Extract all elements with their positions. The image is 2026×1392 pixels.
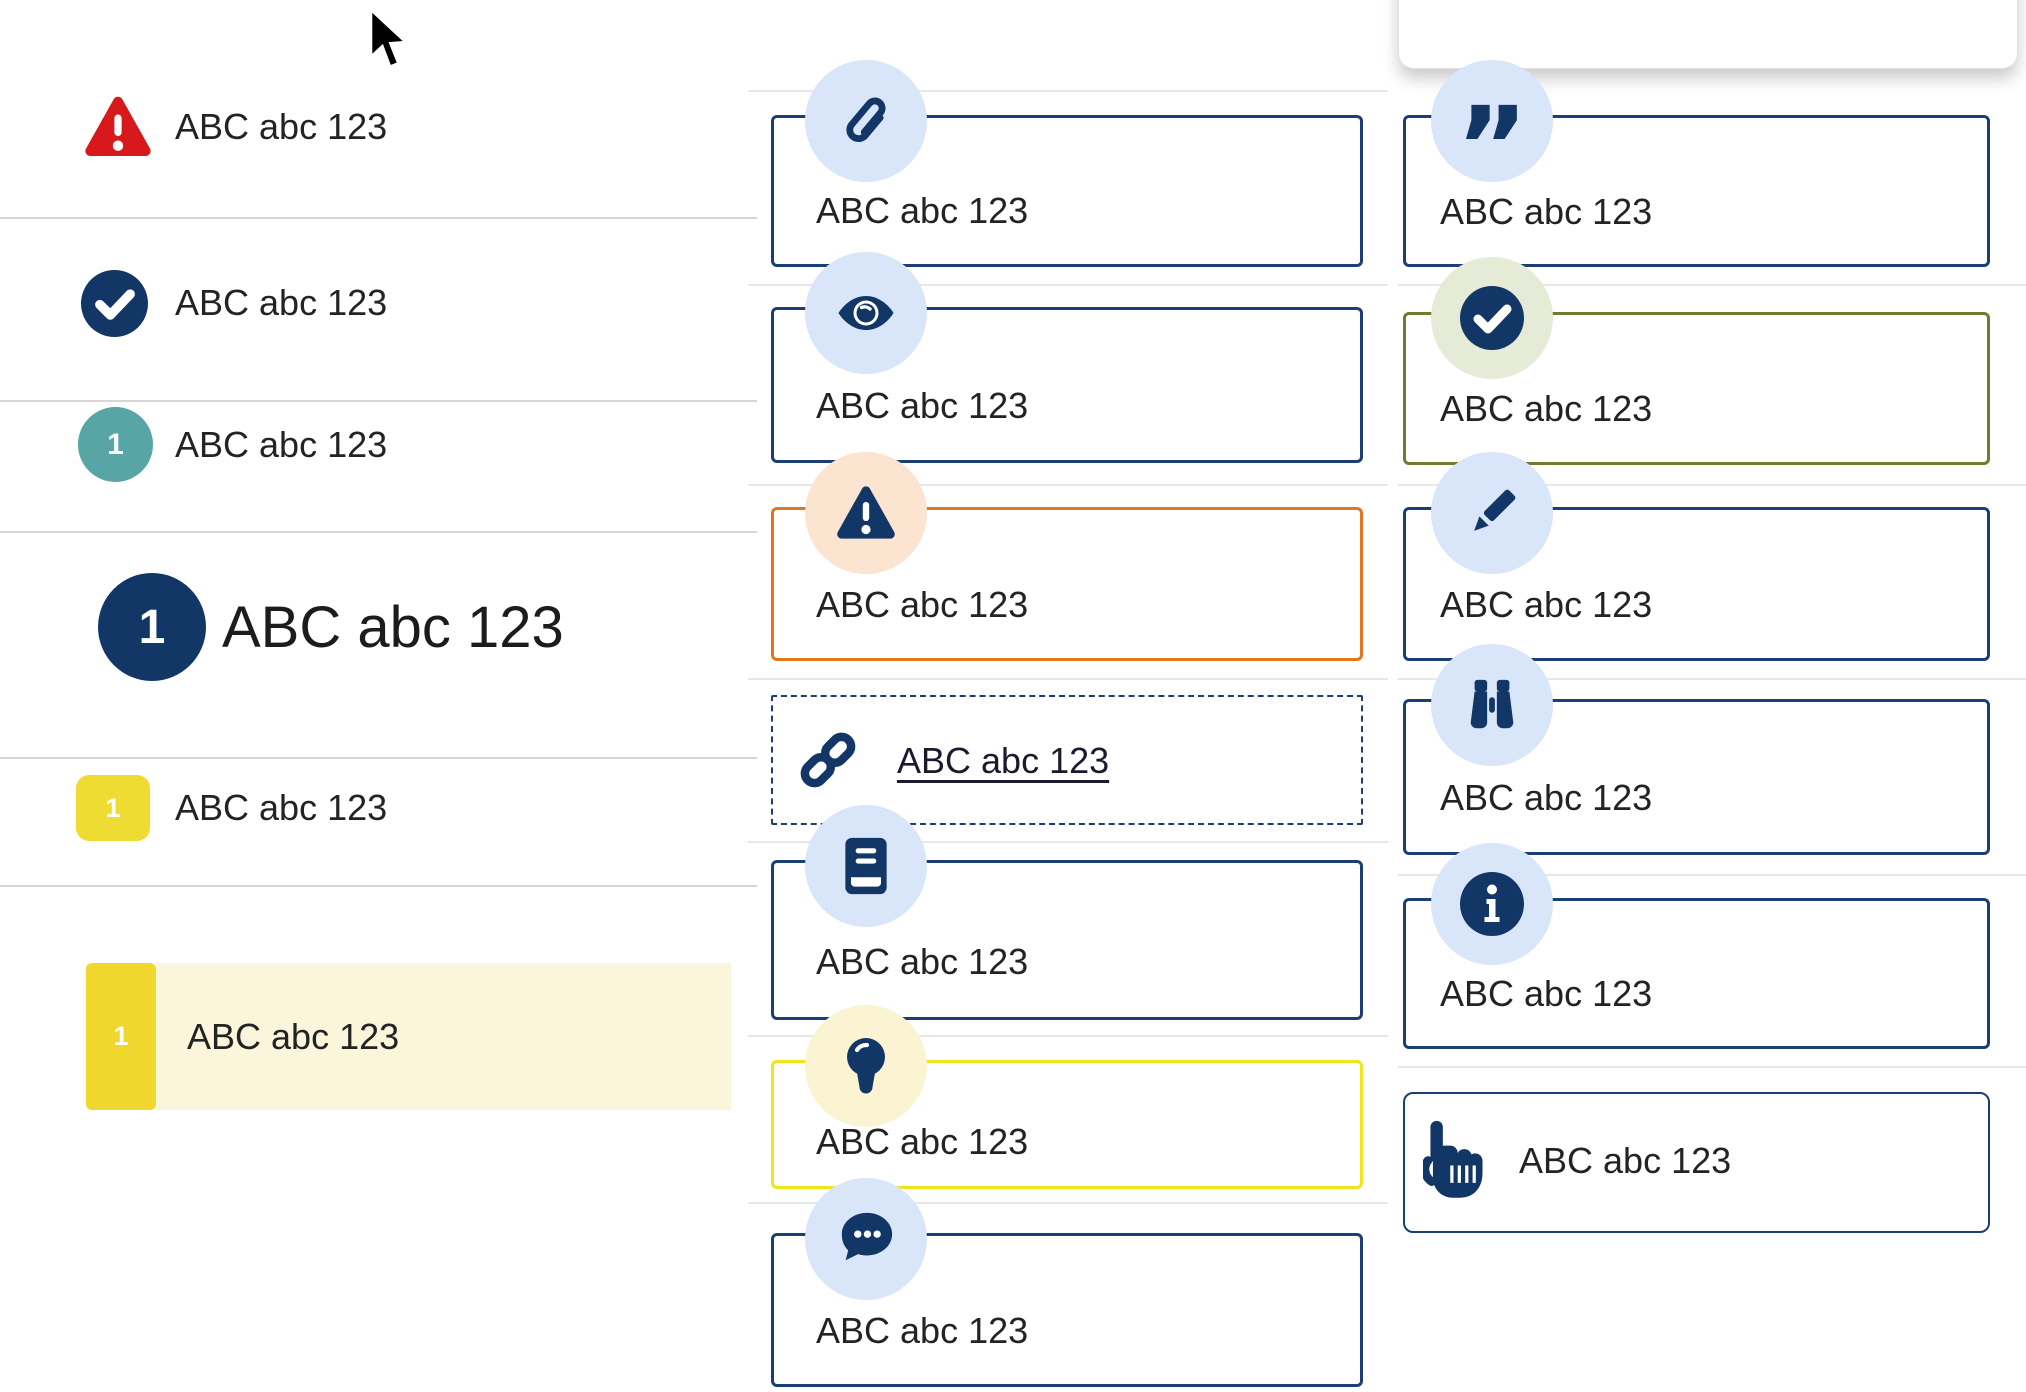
middle-divider bbox=[748, 1202, 1388, 1204]
list-item[interactable]: 1 ABC abc 123 bbox=[0, 775, 387, 841]
callout-label: ABC abc 123 bbox=[1519, 1140, 1732, 1181]
numbered-badge-teal: 1 bbox=[78, 407, 153, 482]
callout-label: ABC abc 123 bbox=[816, 190, 1029, 231]
list-item-label: ABC abc 123 bbox=[175, 787, 388, 828]
paperclip-icon bbox=[805, 60, 927, 182]
numbered-badge-blue-large: 1 bbox=[98, 573, 206, 681]
numbered-badge-yellow-selected: 1 bbox=[86, 963, 156, 1110]
binoculars-icon bbox=[1431, 644, 1553, 766]
middle-divider bbox=[748, 678, 1388, 680]
list-item[interactable]: ABC abc 123 bbox=[0, 240, 387, 366]
check-circle-icon bbox=[1431, 257, 1553, 379]
left-divider bbox=[0, 400, 757, 402]
mouse-cursor-icon bbox=[365, 5, 411, 76]
list-item-heading: ABC abc 123 bbox=[222, 594, 564, 660]
link-icon bbox=[794, 726, 862, 794]
list-item[interactable]: 1 ABC abc 123 bbox=[0, 573, 564, 681]
badge-number: 1 bbox=[138, 600, 166, 654]
left-divider bbox=[0, 885, 757, 887]
callout-label: ABC abc 123 bbox=[816, 1310, 1029, 1351]
callout-label: ABC abc 123 bbox=[816, 385, 1029, 426]
right-divider bbox=[1398, 874, 2026, 876]
scrolled-card-bottom bbox=[1398, 0, 2018, 69]
numbered-badge-yellow: 1 bbox=[76, 775, 150, 841]
middle-divider bbox=[748, 284, 1388, 286]
callout-label: ABC abc 123 bbox=[1440, 191, 1653, 232]
lightbulb-icon bbox=[805, 1005, 927, 1127]
list-item-label: ABC abc 123 bbox=[175, 106, 388, 147]
callout-label: ABC abc 123 bbox=[816, 1121, 1029, 1162]
middle-divider bbox=[748, 1035, 1388, 1037]
list-item-label: ABC abc 123 bbox=[175, 282, 388, 323]
list-item-label: ABC abc 123 bbox=[175, 423, 388, 465]
badge-number: 1 bbox=[105, 792, 121, 823]
check-circle-icon bbox=[81, 269, 148, 337]
right-divider bbox=[1398, 284, 2026, 286]
pointing-hand-icon bbox=[1420, 1118, 1485, 1208]
callout-label: ABC abc 123 bbox=[1440, 388, 1653, 429]
callout-link-text[interactable]: ABC abc 123 bbox=[897, 740, 1110, 781]
callout-label: ABC abc 123 bbox=[816, 584, 1029, 625]
callout-label: ABC abc 123 bbox=[1440, 584, 1653, 625]
callout-label: ABC abc 123 bbox=[816, 941, 1029, 982]
middle-divider bbox=[748, 841, 1388, 843]
chat-icon bbox=[805, 1178, 927, 1300]
quote-icon: ” bbox=[1431, 60, 1553, 202]
callout-link bbox=[771, 695, 1363, 825]
badge-number: 1 bbox=[113, 1021, 129, 1051]
middle-divider bbox=[748, 484, 1388, 486]
left-divider bbox=[0, 531, 757, 533]
right-divider bbox=[1398, 484, 2026, 486]
right-divider bbox=[1398, 1066, 2026, 1068]
right-divider bbox=[1398, 678, 2026, 680]
callout-label: ABC abc 123 bbox=[1440, 777, 1653, 818]
list-item[interactable]: ABC abc 123 bbox=[0, 62, 387, 192]
selected-row-highlight: ABC abc 123 bbox=[156, 963, 731, 1110]
callout-action bbox=[1403, 1092, 1990, 1233]
warning-icon bbox=[805, 452, 927, 574]
left-divider bbox=[0, 757, 757, 759]
eye-icon bbox=[805, 252, 927, 374]
list-item[interactable]: 1 ABC abc 123 bbox=[0, 407, 387, 482]
list-item-selected[interactable]: 1 ABC abc 123 bbox=[0, 963, 731, 1110]
left-divider bbox=[0, 217, 757, 219]
middle-divider bbox=[748, 90, 1388, 92]
alert-triangle-icon bbox=[81, 93, 155, 161]
list-item-label: ABC abc 123 bbox=[187, 1015, 400, 1057]
callout-label: ABC abc 123 bbox=[1440, 973, 1653, 1014]
pencil-icon bbox=[1431, 452, 1553, 574]
info-icon bbox=[1431, 843, 1553, 965]
badge-number: 1 bbox=[107, 427, 124, 461]
book-icon bbox=[805, 805, 927, 927]
